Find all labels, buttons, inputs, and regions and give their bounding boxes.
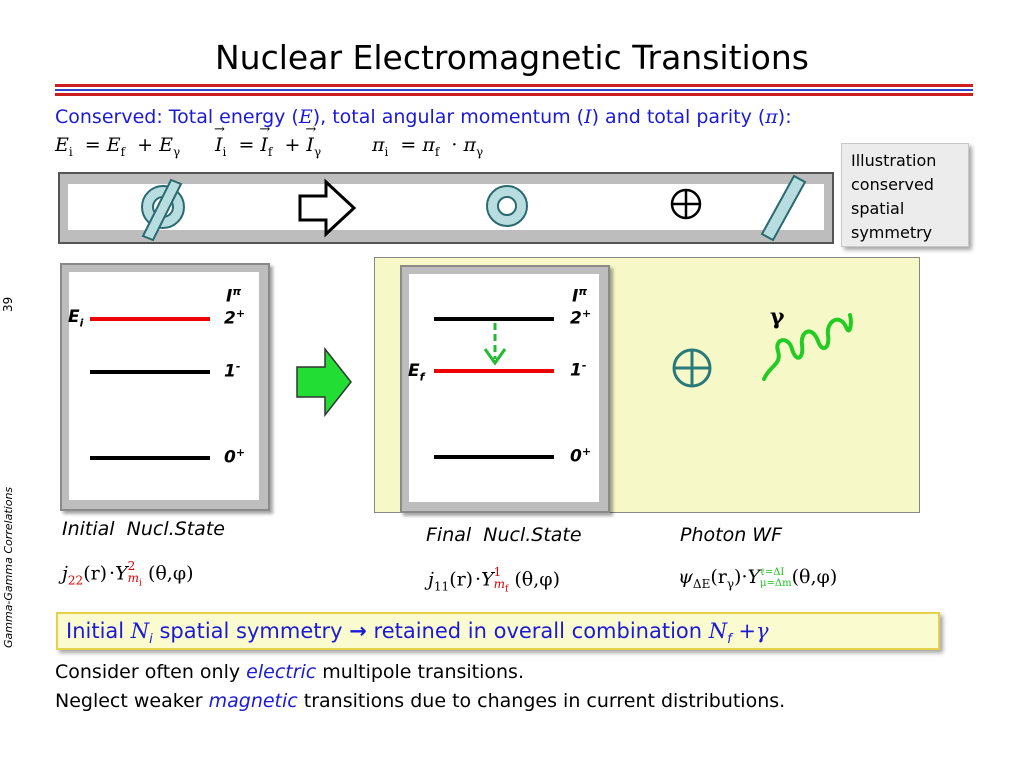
final-level-2plus (434, 317, 554, 321)
final-level-0plus (434, 455, 554, 459)
final-level-0plus-label: 0+ (570, 445, 592, 467)
right-arrow-icon (298, 178, 357, 238)
conserved-statement: Conserved: Total energy (E), total angul… (55, 106, 792, 128)
circled-plus-combination-icon (672, 348, 712, 388)
page-number: 39 (1, 296, 15, 312)
decay-arrow-icon (483, 323, 507, 366)
initial-spin-parity-header: Iπ (226, 285, 242, 307)
gamma-label: γ (770, 304, 785, 330)
slanted-bar-icon (760, 174, 807, 242)
final-energy-label: Ef (408, 361, 425, 384)
transition-arrow-icon (296, 347, 352, 417)
symmetry-statement-box: Initial Ni spatial symmetry → retained i… (56, 612, 940, 650)
illustration-callout: Illustration conserved spatial symmetry (841, 143, 969, 247)
final-spin-parity-header: Iπ (572, 285, 588, 307)
final-level-2plus-label: 2+ (570, 307, 592, 329)
initial-level-2plus (90, 317, 210, 321)
ring-icon (486, 185, 528, 227)
initial-state-caption: Initial Nucl.State (62, 518, 225, 540)
final-state-panel: Iπ 2+ Ef 1- 0+ (400, 265, 610, 513)
initial-energy-label: Ei (68, 307, 84, 330)
photon-wave-icon (762, 313, 853, 381)
circled-plus-icon (670, 188, 702, 220)
ring-with-bar-icon (141, 178, 185, 242)
initial-state-panel: Iπ Ei 2+ 1- 0+ (60, 263, 270, 511)
final-state-caption: Final Nucl.State (426, 524, 582, 546)
note-electric: Consider often only electric multipole t… (55, 661, 524, 683)
final-level-1minus (434, 369, 554, 373)
initial-level-1minus-label: 1- (224, 360, 241, 382)
slide-title: Nuclear Electromagnetic Transitions (215, 38, 809, 77)
parity-equation: πi = πf · πγ (372, 134, 484, 159)
initial-level-1minus (90, 370, 210, 374)
section-name: Gamma-Gamma Correlations (2, 486, 15, 648)
note-magnetic: Neglect weaker magnetic transitions due … (55, 690, 786, 712)
final-level-1minus-label: 1- (570, 359, 587, 381)
energy-equation: Ei = Ef + Eγ (55, 134, 181, 159)
initial-level-0plus (90, 456, 210, 460)
symmetry-illustration-bar (58, 172, 834, 244)
symmetry-symbols (141, 174, 807, 242)
initial-level-0plus-label: 0+ (224, 446, 246, 468)
initial-level-2plus-label: 2+ (224, 307, 246, 329)
photon-wf-caption: Photon WF (680, 524, 782, 546)
spin-equation: →Ii = →If + →Iγ (214, 122, 322, 159)
